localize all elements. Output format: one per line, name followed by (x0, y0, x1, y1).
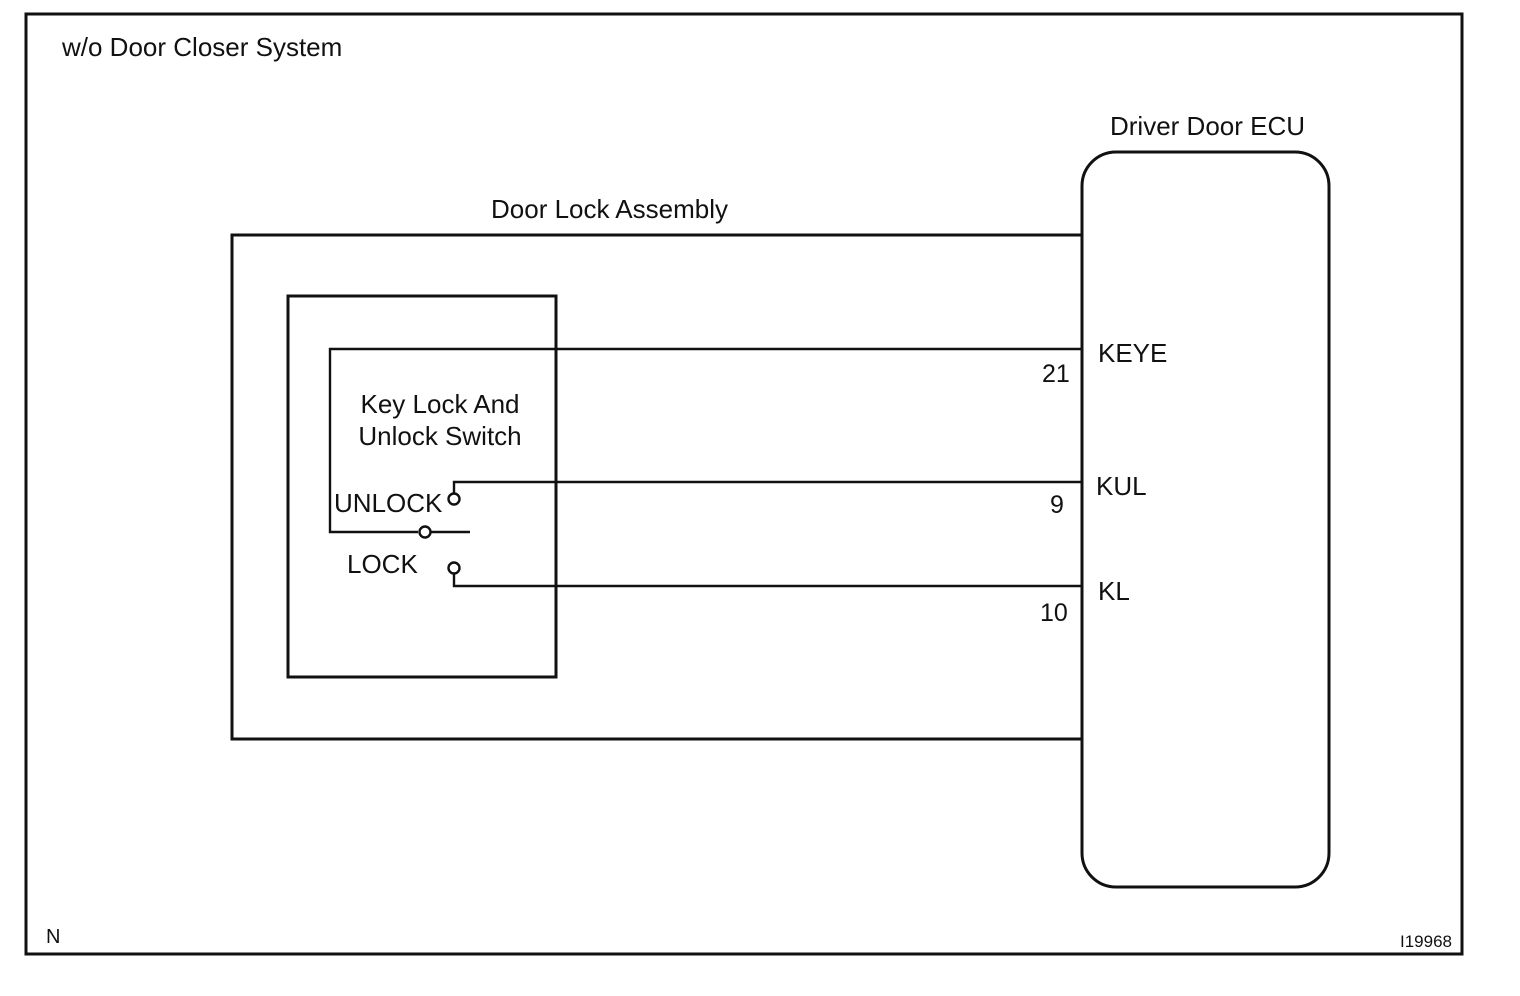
terminal-kul-pin: 9 (1050, 491, 1064, 519)
switch-title-line1: Key Lock And (360, 389, 520, 419)
ecu-title: Driver Door ECU (1110, 111, 1306, 141)
switch-unlock-label: UNLOCK (334, 488, 443, 518)
terminal-kul-name: KUL (1096, 471, 1147, 501)
wire-keye (328, 347, 1082, 534)
terminal-keye-name: KEYE (1098, 338, 1168, 368)
driver-door-ecu-box (1080, 150, 1331, 889)
contact-lock (447, 561, 461, 575)
switch-title-line2: Unlock Switch (358, 421, 522, 451)
corner-mark: N (46, 926, 61, 948)
wire-kul (452, 480, 1082, 494)
contact-unlock (447, 492, 461, 506)
terminal-kl-name: KL (1098, 576, 1130, 606)
door-lock-assembly-title: Door Lock Assembly (491, 194, 728, 224)
switch-lock-label: LOCK (347, 549, 418, 579)
door-lock-assembly-box (230, 233, 1082, 741)
figure-code: I19968 (1400, 932, 1452, 951)
condition-label: w/o Door Closer System (62, 32, 343, 62)
switch-box (286, 294, 558, 679)
outer-frame (24, 12, 1464, 956)
terminal-kl-pin: 10 (1040, 599, 1068, 627)
wire-kl (452, 574, 1082, 588)
contact-common (418, 525, 432, 539)
terminal-keye-pin: 21 (1042, 360, 1070, 388)
